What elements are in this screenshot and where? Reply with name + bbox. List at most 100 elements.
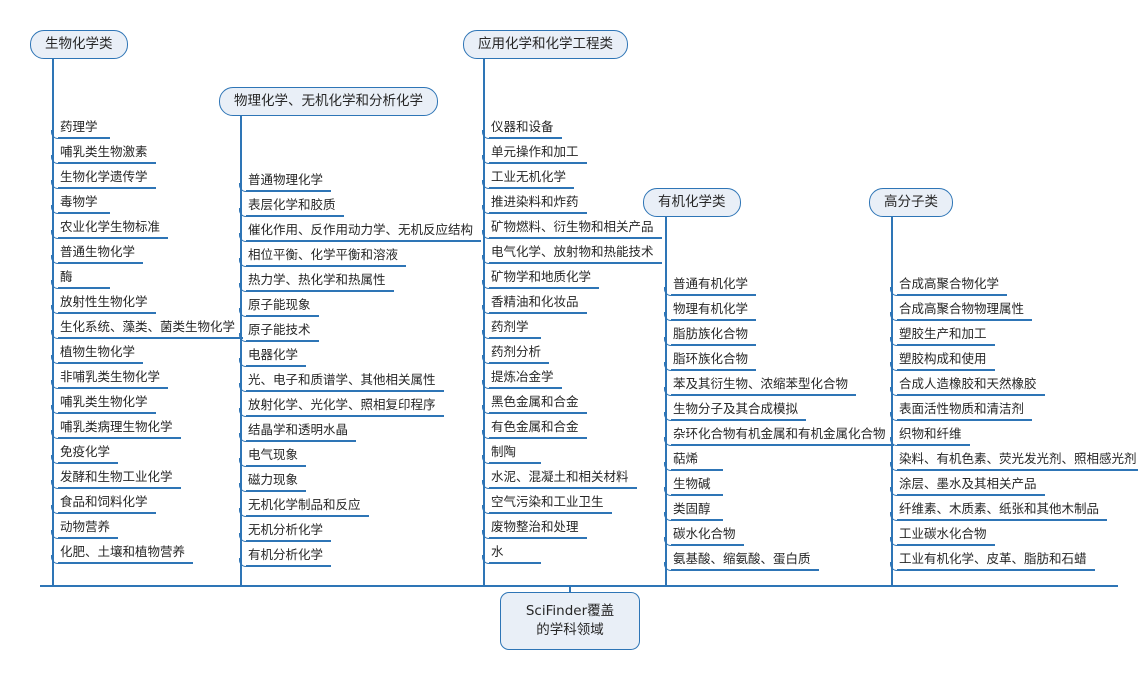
leaf-underline	[58, 487, 181, 489]
branch-header-biochem[interactable]: 生物化学类	[30, 30, 128, 59]
leaf-label: 提炼冶金学	[491, 369, 554, 384]
elbow-connector-icon	[239, 433, 248, 442]
elbow-connector-icon	[51, 355, 60, 364]
leaf-underline	[489, 262, 662, 264]
elbow-connector-icon	[239, 358, 248, 367]
leaf-label: 磁力现象	[248, 472, 299, 487]
elbow-connector-icon	[482, 480, 491, 489]
leaf-label: 热力学、热化学和热属性	[248, 272, 386, 287]
leaf-underline	[489, 437, 587, 439]
leaf-underline	[489, 412, 587, 414]
elbow-connector-icon	[664, 537, 673, 546]
leaf-underline	[897, 444, 970, 446]
leaf-label: 染料、有机色素、荧光发光剂、照相感光剂	[899, 451, 1137, 466]
elbow-connector-icon	[51, 180, 60, 189]
leaf-label: 合成高聚合物物理属性	[899, 301, 1025, 316]
leaf-label: 香精油和化妆品	[491, 294, 579, 309]
leaf-underline	[897, 319, 1032, 321]
leaf-label: 纤维素、木质素、纸张和其他木制品	[899, 501, 1100, 516]
leaf-underline	[489, 362, 549, 364]
elbow-connector-icon	[482, 330, 491, 339]
elbow-connector-icon	[664, 337, 673, 346]
leaf-underline	[58, 362, 143, 364]
leaf-underline	[897, 294, 1007, 296]
branch-header-organic[interactable]: 有机化学类	[643, 188, 741, 217]
leaf-label: 放射性生物化学	[60, 294, 148, 309]
leaf-label: 涂层、墨水及其相关产品	[899, 476, 1037, 491]
leaf-underline	[58, 262, 143, 264]
leaf-label: 结晶学和透明水晶	[248, 422, 349, 437]
elbow-connector-icon	[482, 530, 491, 539]
elbow-connector-icon	[482, 355, 491, 364]
leaf-label: 有机分析化学	[248, 547, 324, 562]
leaf-underline	[246, 490, 306, 492]
elbow-connector-icon	[664, 562, 673, 571]
leaf-underline	[897, 494, 1045, 496]
elbow-connector-icon	[890, 537, 899, 546]
branch-header-physical-inorganic-analytical[interactable]: 物理化学、无机化学和分析化学	[219, 87, 438, 116]
elbow-connector-icon	[664, 287, 673, 296]
elbow-connector-icon	[664, 437, 673, 446]
leaf-label: 普通物理化学	[248, 172, 324, 187]
leaf-underline	[58, 212, 110, 214]
leaf-underline	[897, 369, 995, 371]
elbow-connector-icon	[890, 512, 899, 521]
leaf-underline	[897, 569, 1095, 571]
elbow-connector-icon	[51, 280, 60, 289]
elbow-connector-icon	[51, 305, 60, 314]
leaf-underline	[671, 344, 756, 346]
leaf-underline	[897, 519, 1107, 521]
leaf-label: 酶	[60, 269, 73, 284]
branch-header-applied-chem-engineering[interactable]: 应用化学和化学工程类	[463, 30, 628, 59]
leaf-label: 生物化学遗传学	[60, 169, 148, 184]
leaf-label: 农业化学生物标准	[60, 219, 161, 234]
leaf-underline	[897, 469, 1138, 471]
elbow-connector-icon	[482, 505, 491, 514]
leaf-underline	[489, 537, 587, 539]
leaf-label: 氨基酸、缩氨酸、蛋白质	[673, 551, 811, 566]
leaf-underline	[246, 215, 344, 217]
elbow-connector-icon	[51, 330, 60, 339]
elbow-connector-icon	[482, 205, 491, 214]
leaf-label: 类固醇	[673, 501, 711, 516]
leaf-underline	[489, 162, 587, 164]
leaf-label: 药剂分析	[491, 344, 542, 359]
leaf-label: 脂环族化合物	[673, 351, 749, 366]
elbow-connector-icon	[51, 230, 60, 239]
leaf-label: 塑胶生产和加工	[899, 326, 987, 341]
leaf-underline	[246, 465, 306, 467]
elbow-connector-icon	[51, 130, 60, 139]
leaf-underline	[58, 287, 110, 289]
leaf-label: 水泥、混凝土和相关材料	[491, 469, 629, 484]
elbow-connector-icon	[51, 155, 60, 164]
elbow-connector-icon	[482, 155, 491, 164]
leaf-label: 制陶	[491, 444, 517, 459]
elbow-connector-icon	[51, 430, 60, 439]
leaf-underline	[489, 237, 662, 239]
leaf-label: 碳水化合物	[673, 526, 736, 541]
leaf-underline	[246, 340, 319, 342]
leaf-label: 矿物学和地质化学	[491, 269, 592, 284]
leaf-label: 原子能技术	[248, 322, 311, 337]
elbow-connector-icon	[239, 483, 248, 492]
leaf-label: 工业无机化学	[491, 169, 567, 184]
branch-trunk-stub	[665, 577, 667, 585]
leaf-underline	[671, 444, 894, 446]
leaf-label: 生物分子及其合成模拟	[673, 401, 799, 416]
branch-trunk-stub	[52, 577, 54, 585]
leaf-underline	[246, 390, 444, 392]
elbow-connector-icon	[51, 555, 60, 564]
elbow-connector-icon	[890, 312, 899, 321]
leaf-label: 放射化学、光化学、照相复印程序	[248, 397, 436, 412]
elbow-connector-icon	[890, 287, 899, 296]
root-node[interactable]: SciFinder覆盖的学科领域	[500, 592, 640, 650]
elbow-connector-icon	[51, 455, 60, 464]
branch-trunk-stub	[891, 577, 893, 585]
leaf-label: 药剂学	[491, 319, 529, 334]
elbow-connector-icon	[51, 505, 60, 514]
leaf-label: 毒物学	[60, 194, 98, 209]
elbow-connector-icon	[51, 205, 60, 214]
branch-header-macromolecular[interactable]: 高分子类	[869, 188, 953, 217]
elbow-connector-icon	[482, 555, 491, 564]
